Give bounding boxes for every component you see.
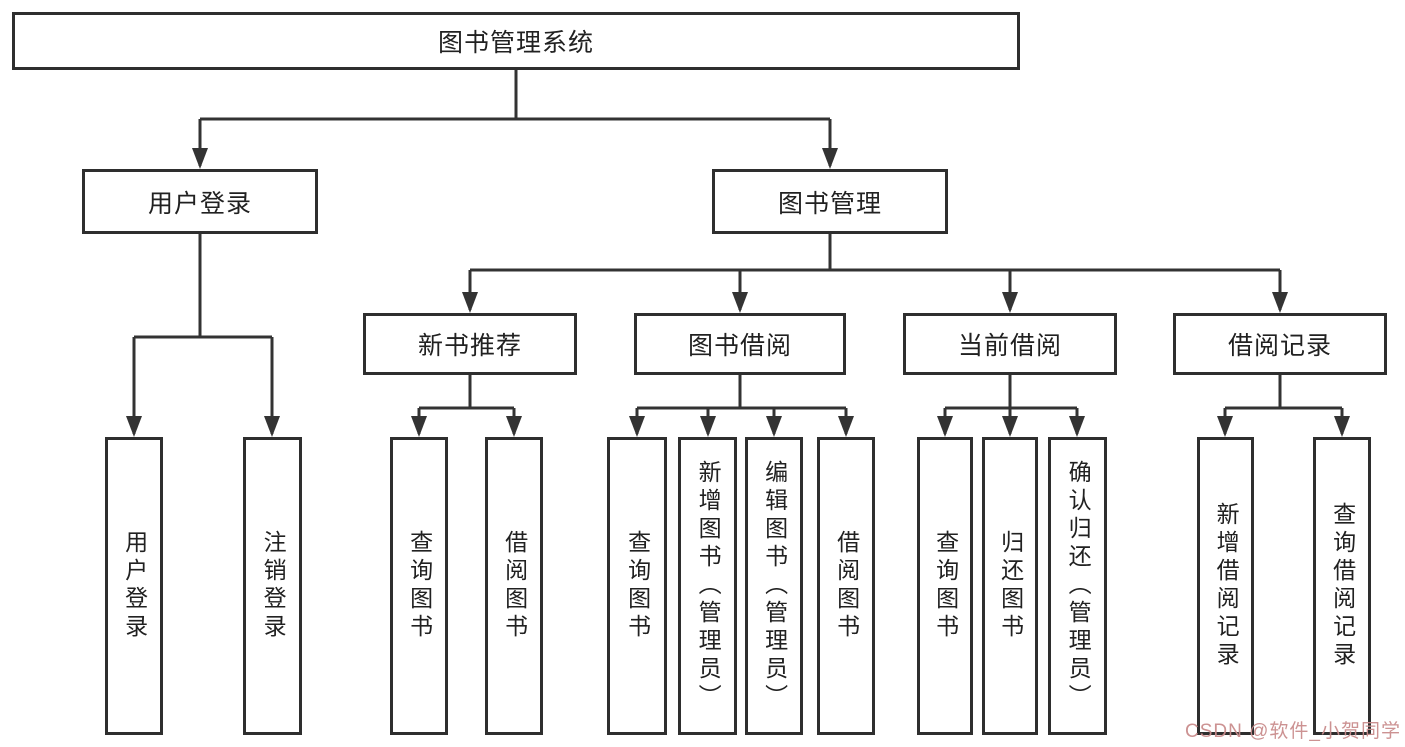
leaf-add-borrow-record: 新增借阅记录 [1197, 437, 1254, 735]
node-current-borrow: 当前借阅 [903, 313, 1117, 375]
leaf-borrow-books-1: 借阅图书 [485, 437, 543, 735]
leaf-query-books-1: 查询图书 [390, 437, 448, 735]
node-root-system: 图书管理系统 [12, 12, 1020, 70]
node-user-login-branch: 用户登录 [82, 169, 318, 234]
node-borrow-record: 借阅记录 [1173, 313, 1387, 375]
leaf-query-borrow-record: 查询借阅记录 [1313, 437, 1371, 735]
leaf-user-login: 用户登录 [105, 437, 163, 735]
leaf-borrow-books-2: 借阅图书 [817, 437, 875, 735]
csdn-watermark: CSDN @软件_小贺同学 [1185, 721, 1401, 742]
leaf-return-books: 归还图书 [982, 437, 1038, 735]
leaf-edit-books-admin: 编辑图书（管理员） [745, 437, 803, 735]
node-new-book-recommend: 新书推荐 [363, 313, 577, 375]
leaf-logout: 注销登录 [243, 437, 302, 735]
node-book-management-branch: 图书管理 [712, 169, 948, 234]
tree-edges [132, 70, 1344, 434]
node-book-borrow: 图书借阅 [634, 313, 846, 375]
leaf-query-books-3: 查询图书 [917, 437, 973, 735]
leaf-confirm-return-admin: 确认归还（管理员） [1048, 437, 1107, 735]
leaf-query-books-2: 查询图书 [607, 437, 667, 735]
leaf-add-books-admin: 新增图书（管理员） [678, 437, 737, 735]
